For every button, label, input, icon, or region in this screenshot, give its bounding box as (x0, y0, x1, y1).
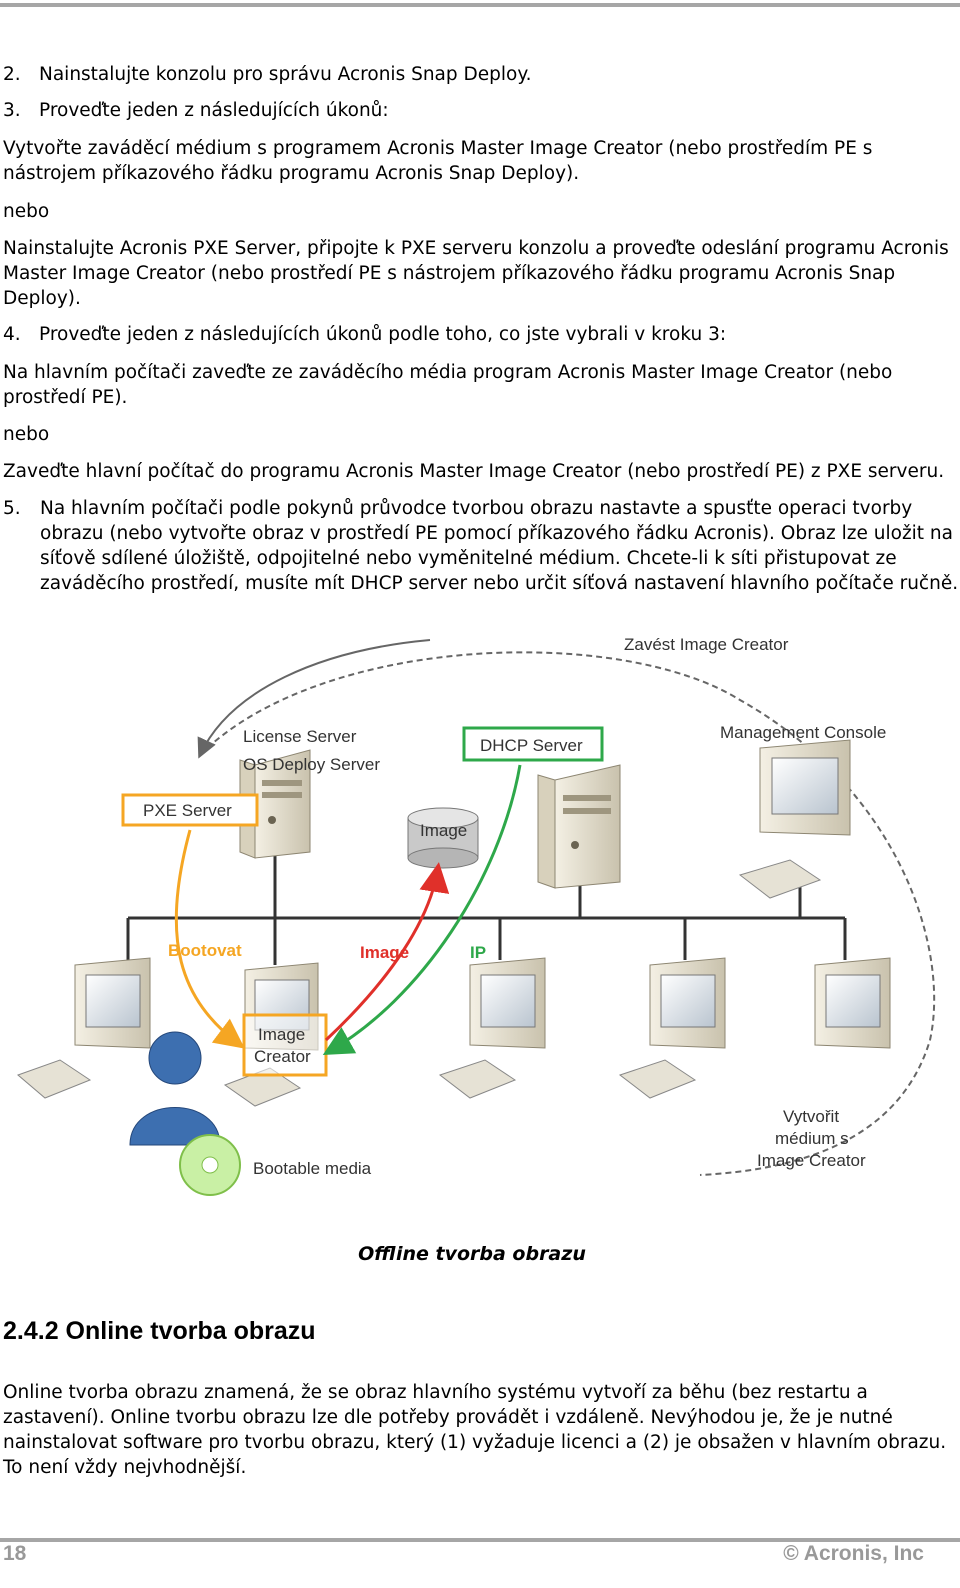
step-3: 3.Proveďte jeden z následujících úkonů: (3, 100, 389, 121)
image-creator-label-line1: Image (258, 1025, 305, 1044)
bootable-media-label: Bootable media (253, 1159, 372, 1178)
pxe-server-label: PXE Server (143, 801, 232, 820)
image-flow-label: Image (360, 943, 409, 962)
offline-imaging-diagram: Zavést Image Creator License Server OS D… (17, 635, 936, 1196)
image-arrow (324, 862, 450, 1042)
dhcp-server-label: DHCP Server (480, 736, 583, 755)
ip-arrow (322, 764, 522, 1055)
section-paragraph-line1: Online tvorba obrazu znamená, že se obra… (3, 1382, 868, 1403)
step-4-option-a-line1: Na hlavním počítači zaveďte ze zaváděcíh… (3, 362, 893, 383)
step-3-option-a-line2: nástrojem příkazového řádku programu Acr… (3, 163, 580, 184)
step-2: 2.Nainstalujte konzolu pro správu Acroni… (3, 64, 532, 85)
bootable-cd-icon (179, 1134, 241, 1196)
image-creator-label-line2: Creator (254, 1047, 311, 1066)
management-console-computer (738, 739, 851, 899)
page-number: 18 (3, 1542, 27, 1565)
step-5-line3: síťově sdílené úložiště, odpojitelné neb… (40, 548, 897, 569)
client-computer (618, 957, 726, 1099)
image-store-label: Image (420, 821, 467, 840)
ip-label: IP (470, 943, 486, 962)
top-rule (0, 3, 960, 7)
client-computer (814, 957, 891, 1049)
boot-label: Bootovat (168, 941, 242, 960)
user-figure (129, 1031, 221, 1146)
dhcp-server-tower (537, 764, 621, 889)
step-5-number: 5. (3, 498, 21, 519)
create-media-label-line2: médium s (775, 1129, 849, 1148)
section-paragraph-line4: To není vždy nejvhodnější. (3, 1457, 247, 1478)
section-paragraph-line2: zastavení). Online tvorbu obrazu lze dle… (3, 1407, 893, 1428)
step-3-option-b-line3: Deploy). (3, 288, 81, 309)
management-console-label: Management Console (720, 723, 886, 742)
step-4-option-b: Zaveďte hlavní počítač do programu Acron… (3, 461, 945, 482)
step-3-option-a-line1: Vytvořte zaváděcí médium s programem Acr… (3, 138, 873, 159)
boot-arrow (174, 829, 245, 1049)
step-4: 4.Proveďte jeden z následujících úkonů p… (3, 324, 727, 345)
client-computer (17, 957, 151, 1099)
image-creator-box (242, 1013, 328, 1077)
dhcp-server-box (462, 726, 604, 762)
step-5-line1: Na hlavním počítači podle pokynů průvodc… (40, 498, 913, 519)
bottom-rule (0, 1538, 960, 1542)
license-server-label: License Server (243, 727, 357, 746)
load-creator-label: Zavést Image Creator (624, 635, 789, 654)
or-text: nebo (3, 201, 50, 222)
step-4-option-a-line2: prostředí PE). (3, 387, 128, 408)
step-3-option-b-line1: Nainstalujte Acronis PXE Server, připojt… (3, 238, 949, 259)
footer-copyright: © Acronis, Inc (783, 1542, 924, 1565)
or-text: nebo (3, 424, 50, 445)
section-paragraph-line3: nainstalovat software pro tvorbu obrazu,… (3, 1432, 947, 1453)
create-media-label-line3: Image Creator (757, 1151, 866, 1170)
step-3-option-b-line2: Master Image Creator (nebo prostředí PE … (3, 263, 896, 284)
load-creator-loop (199, 651, 936, 1176)
client-computer (438, 957, 546, 1099)
os-deploy-server-label: OS Deploy Server (243, 755, 380, 774)
figure-caption: Offline tvorba obrazu (358, 1243, 586, 1265)
pxe-server-box (121, 793, 259, 827)
section-heading: 2.4.2 Online tvorba obrazu (3, 1317, 316, 1345)
create-media-label-line1: Vytvořit (783, 1107, 839, 1126)
load-creator-arrow (197, 639, 431, 759)
step-5-line2: obrazu (nebo vytvořte obraz v prostředí … (40, 523, 953, 544)
step-5-line4: zaváděcího prostředí, musíte mít DHCP se… (40, 573, 959, 594)
